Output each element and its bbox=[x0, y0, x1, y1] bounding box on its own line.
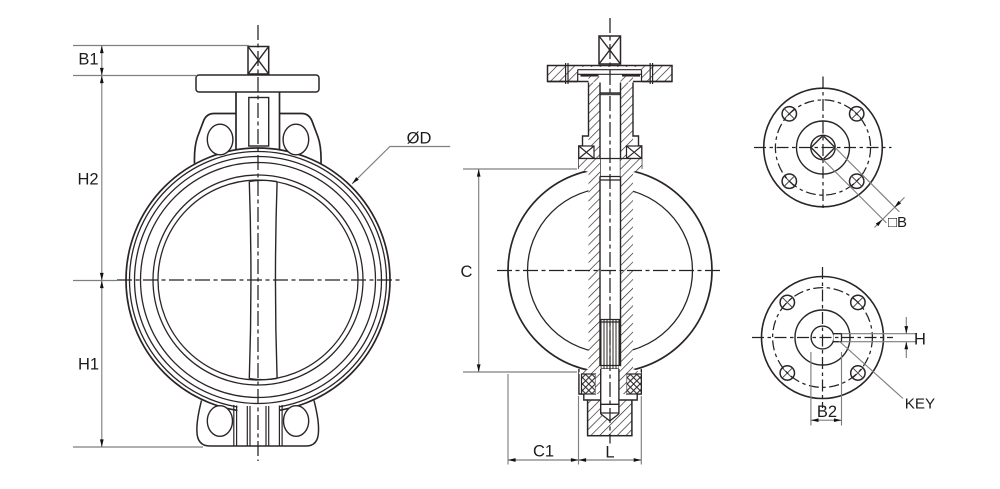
svg-text:ØD: ØD bbox=[407, 130, 432, 148]
svg-text:C: C bbox=[461, 263, 473, 281]
svg-text:□B: □B bbox=[888, 214, 907, 231]
svg-text:H2: H2 bbox=[77, 171, 98, 189]
svg-text:C1: C1 bbox=[533, 443, 554, 461]
svg-text:B1: B1 bbox=[78, 51, 98, 69]
svg-text:H1: H1 bbox=[78, 356, 99, 374]
svg-text:B2: B2 bbox=[817, 403, 837, 421]
svg-text:H: H bbox=[914, 331, 926, 349]
svg-text:KEY: KEY bbox=[905, 395, 935, 412]
svg-text:L: L bbox=[605, 444, 614, 462]
